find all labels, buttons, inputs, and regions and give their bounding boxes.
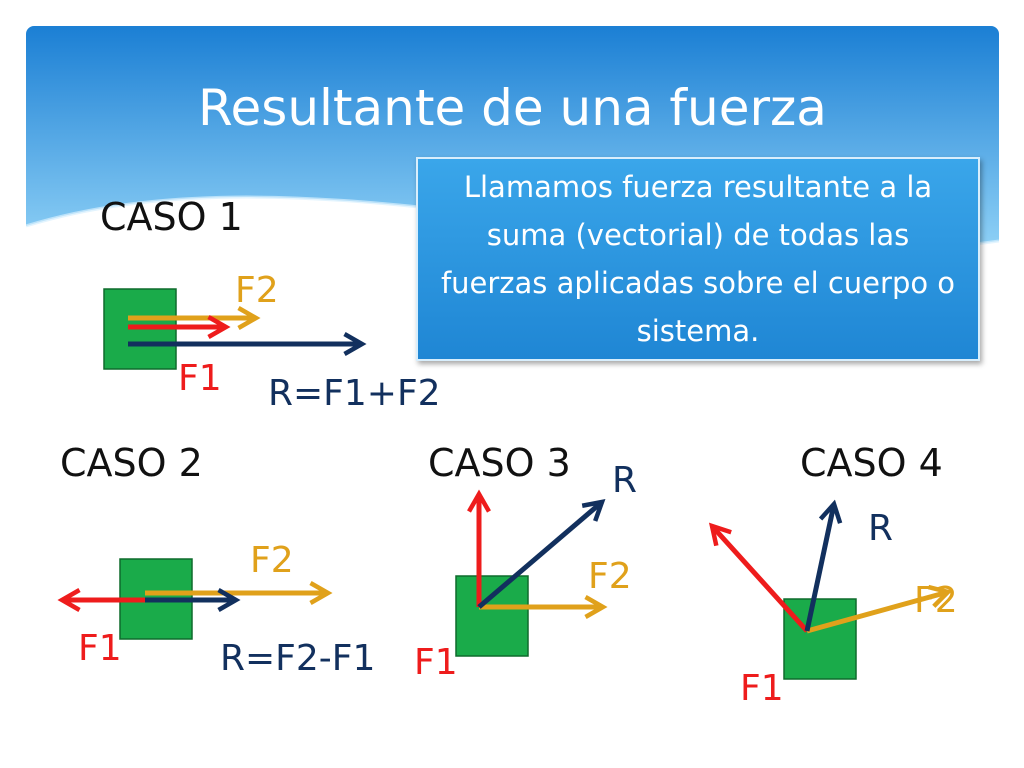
- case-1-resultant-label: R=F1+F2: [268, 373, 441, 414]
- definition-callout: Llamamos fuerza resultante a la suma (ve…: [416, 157, 980, 361]
- case-2-title: CASO 2: [60, 441, 203, 485]
- definition-text: Llamamos fuerza resultante a la suma (ve…: [440, 170, 956, 348]
- case-3-f2-label: F2: [588, 556, 632, 597]
- case-4-resultant-arrow: [804, 499, 843, 632]
- case-3-resultant-arrow: [477, 499, 606, 609]
- case-2-f1-label: F1: [78, 628, 122, 669]
- case-1-title: CASO 1: [100, 195, 243, 239]
- case-3-resultant-label: R: [612, 460, 637, 501]
- case-4-f2-label: F2: [914, 580, 958, 621]
- case-1-f1-label: F1: [178, 358, 222, 399]
- slide-title: Resultante de una fuerza: [198, 79, 827, 137]
- case-3: CASO 3 R F2 F1: [414, 441, 637, 683]
- case-1: CASO 1 F2 F1 R=F1+F2: [100, 195, 441, 414]
- case-2-f2-label: F2: [250, 540, 294, 581]
- case-3-f1-label: F1: [414, 642, 458, 683]
- case-3-block: [455, 575, 529, 657]
- case-4-f1-label: F1: [740, 668, 784, 709]
- case-4-f1-arrow: [708, 522, 809, 633]
- case-3-title: CASO 3: [428, 441, 571, 485]
- case-4-block: [783, 598, 857, 680]
- case-4-f2-arrow: [806, 584, 953, 634]
- case-1-f2-label: F2: [235, 270, 279, 311]
- case-4: CASO 4 R F2 F1: [708, 441, 958, 709]
- case-2-resultant-label: R=F2-F1: [220, 638, 375, 679]
- case-4-title: CASO 4: [800, 441, 943, 485]
- case-4-resultant-label: R: [868, 508, 893, 549]
- case-2: CASO 2 F2 F1 R=F2-F1: [57, 441, 375, 679]
